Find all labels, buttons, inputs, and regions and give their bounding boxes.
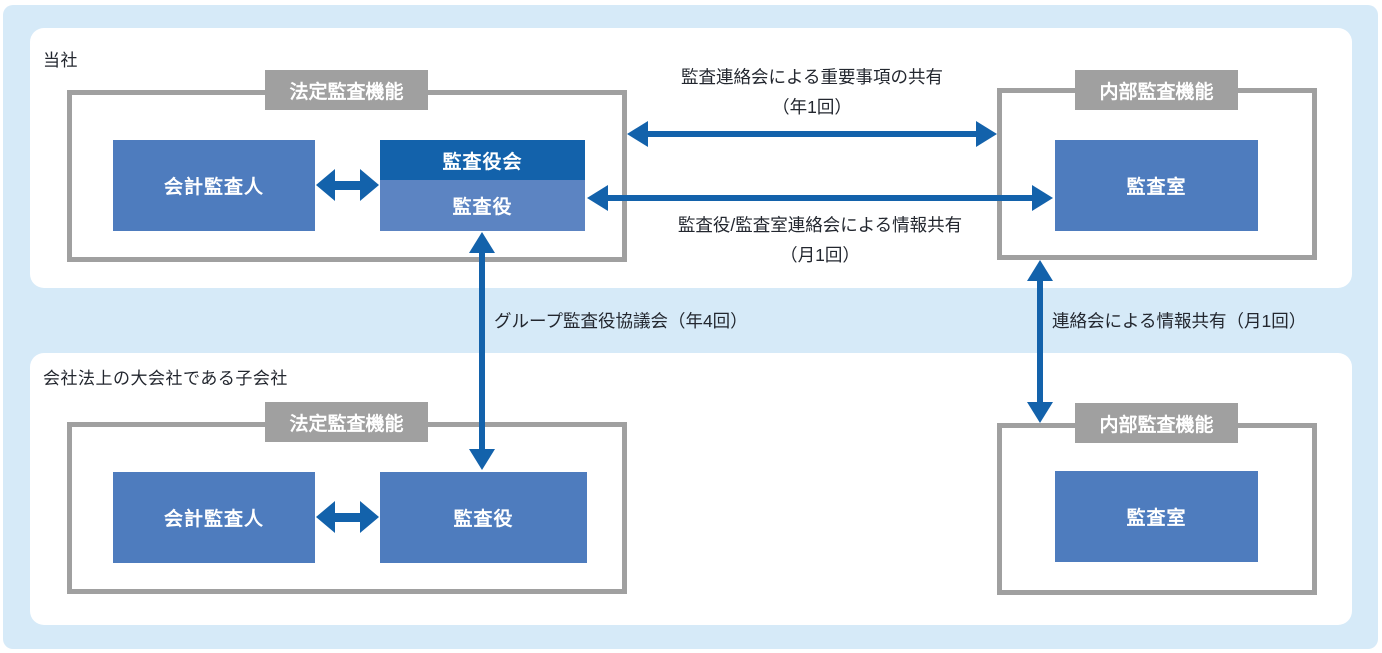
company-audit-office-box: 監査室 [1055, 140, 1258, 231]
arrow-left-icon [627, 121, 648, 147]
arrow-right-icon [360, 169, 379, 201]
arrow-shaft [479, 253, 485, 449]
info-sharing-arrow [587, 185, 1053, 211]
subsidiary-accounting-auditor-box: 会計監査人 [113, 472, 315, 563]
arrow-down-icon [1027, 402, 1053, 423]
liaison-info-arrow [1027, 260, 1053, 423]
company-auditor-box: 監査役 [380, 180, 585, 231]
info-sharing-label: 監査役/監査室連絡会による情報共有 （月1回） [600, 210, 1040, 270]
subsidiary-auditor-box: 監査役 [380, 472, 587, 563]
group-council-label: グループ監査役協議会（年4回） [494, 311, 748, 331]
subsidiary-audit-office-box: 監査室 [1055, 471, 1258, 562]
company-accounting-auditor-box: 会計監査人 [113, 140, 315, 231]
company-title: 当社 [43, 51, 78, 70]
arrow-shaft [608, 195, 1032, 201]
audit-liaison-arrow [627, 121, 997, 147]
arrow-right-icon [360, 501, 379, 533]
arrow-left-icon [316, 169, 335, 201]
arrow-shaft [648, 131, 976, 137]
subsidiary-auditor-accounting-arrow [316, 499, 379, 535]
audit-liaison-label-line2: （年1回） [772, 97, 852, 117]
arrow-shaft [335, 512, 360, 522]
company-audit-board-header: 監査役会 [380, 140, 585, 180]
arrow-up-icon [469, 232, 495, 253]
audit-liaison-label: 監査連絡会による重要事項の共有 （年1回） [627, 62, 997, 122]
subsidiary-statutory-tag: 法定監査機能 [265, 402, 428, 442]
arrow-right-icon [1032, 185, 1053, 211]
company-statutory-tag: 法定監査機能 [265, 70, 428, 110]
arrow-left-icon [587, 185, 608, 211]
info-sharing-label-line1: 監査役/監査室連絡会による情報共有 [677, 215, 963, 235]
group-council-arrow [469, 232, 495, 470]
audit-liaison-label-line1: 監査連絡会による重要事項の共有 [681, 67, 943, 87]
arrow-left-icon [316, 501, 335, 533]
arrow-down-icon [469, 449, 495, 470]
company-auditor-accounting-arrow [316, 167, 379, 203]
arrow-up-icon [1027, 260, 1053, 281]
liaison-info-label: 連絡会による情報共有（月1回） [1052, 311, 1307, 331]
company-internal-tag: 内部監査機能 [1075, 70, 1238, 110]
arrow-shaft [335, 180, 360, 190]
arrow-shaft [1037, 281, 1043, 402]
subsidiary-internal-tag: 内部監査機能 [1075, 403, 1238, 443]
subsidiary-title: 会社法上の大会社である子会社 [43, 369, 288, 388]
arrow-right-icon [976, 121, 997, 147]
company-audit-board-stack: 監査役会 監査役 [380, 140, 585, 231]
info-sharing-label-line2: （月1回） [780, 245, 860, 265]
